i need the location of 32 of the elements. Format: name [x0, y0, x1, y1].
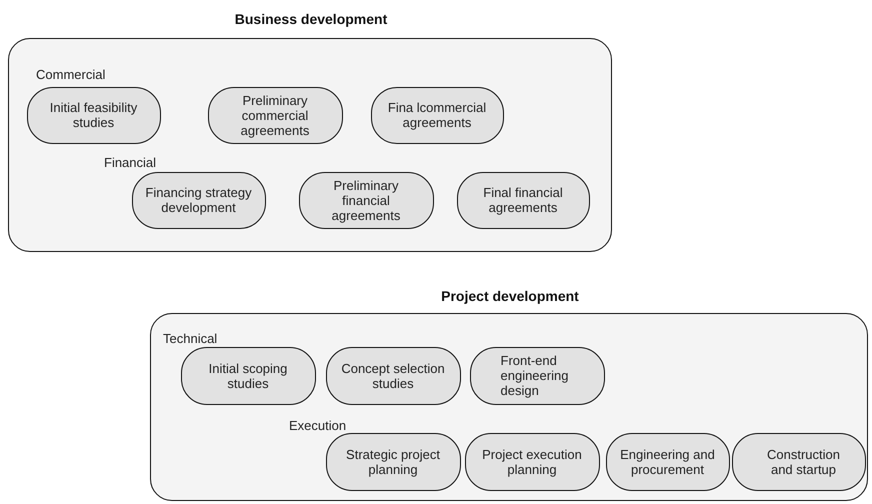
box-label: Initial feasibility studies	[48, 100, 138, 130]
rounded-box	[606, 432, 730, 490]
box-label: Fina lcommercial agreements	[386, 100, 488, 130]
box-label: Final financial agreements	[482, 185, 564, 215]
rounded-box	[298, 172, 434, 228]
box-label: Front-end engineering design	[500, 353, 570, 398]
rounded-box	[326, 432, 460, 490]
section-label: Financial	[104, 155, 156, 170]
rounded-box	[326, 346, 460, 404]
group-title: Business development	[234, 11, 388, 27]
group-title: Project development	[440, 288, 580, 304]
box-label: Construction and startup	[766, 446, 841, 476]
section-label: Execution	[289, 418, 346, 433]
rounded-box	[456, 172, 590, 228]
box-label: Strategic project planning	[345, 446, 441, 476]
rounded-box	[470, 346, 604, 404]
box-label: Concept selection studies	[340, 360, 446, 390]
box-label: Engineering and procurement	[619, 446, 716, 476]
section-label: Commercial	[36, 67, 106, 82]
rounded-box	[132, 172, 266, 228]
box-label: Preliminary commercial agreements	[240, 92, 310, 138]
rounded-box	[464, 432, 600, 490]
rounded-box	[370, 86, 504, 144]
rounded-box	[26, 86, 160, 144]
box-label: Preliminary financial agreements	[330, 178, 402, 222]
box-label: Project execution planning	[481, 446, 583, 476]
box-label: Initial scoping studies	[208, 360, 288, 390]
section-label: Technical	[163, 331, 218, 346]
rounded-box	[208, 86, 342, 144]
box-label: Financing strategy development	[144, 185, 253, 215]
rounded-box	[180, 346, 316, 404]
rounded-box	[732, 432, 866, 490]
